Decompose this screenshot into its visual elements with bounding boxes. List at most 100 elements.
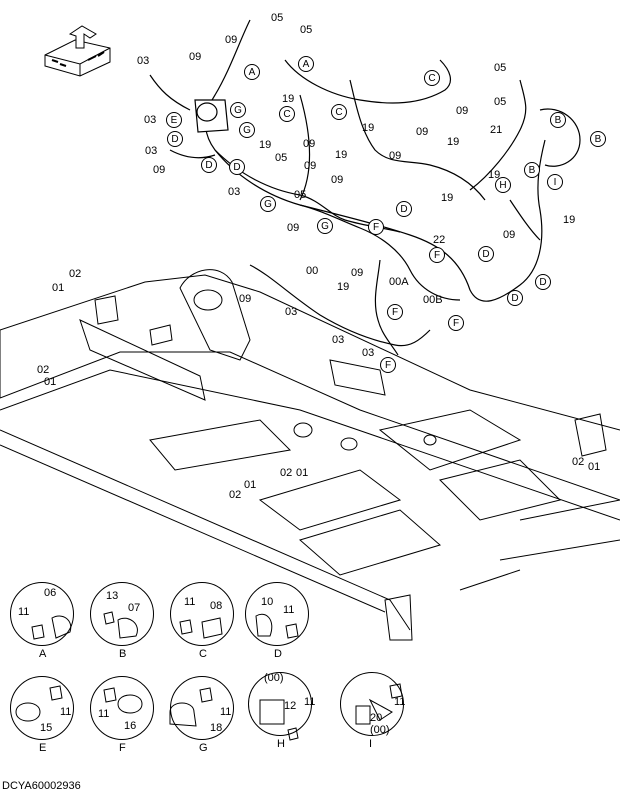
part-label: 00 <box>306 265 319 277</box>
detail-letter: F <box>119 742 126 754</box>
part-label: 09 <box>416 126 429 138</box>
detail-letter: A <box>39 648 47 660</box>
part-label: 09 <box>303 138 316 150</box>
part-label: 03 <box>228 186 241 198</box>
detail-callout: I <box>547 174 563 190</box>
part-label: 09 <box>189 51 202 63</box>
part-label: 03 <box>145 145 158 157</box>
part-label: 09 <box>351 267 364 279</box>
detail-part-label: 11 <box>184 596 196 608</box>
detail-callout: B <box>524 162 540 178</box>
detail-callout: B <box>590 131 606 147</box>
part-label: 03 <box>285 306 298 318</box>
part-label: 01 <box>588 461 601 473</box>
detail-callout: D <box>478 246 494 262</box>
detail-callout: H <box>495 177 511 193</box>
detail-callout: A <box>298 56 314 72</box>
part-label: 00B <box>423 294 443 306</box>
detail-callout: B <box>550 112 566 128</box>
part-label: 09 <box>331 174 344 186</box>
detail-part-label: 13 <box>106 590 119 602</box>
detail-part-label: 15 <box>40 722 53 734</box>
detail-callout: G <box>260 196 276 212</box>
detail-part-label: 07 <box>128 602 141 614</box>
detail-callout: E <box>166 112 182 128</box>
detail-part-label: 06 <box>44 587 57 599</box>
detail-callout: D <box>535 274 551 290</box>
detail-callout: C <box>424 70 440 86</box>
part-label: 09 <box>225 34 238 46</box>
part-label: 22 <box>433 234 446 246</box>
chassis-frame <box>0 269 620 641</box>
part-label: 01 <box>244 479 257 491</box>
orientation-cube-icon <box>44 25 111 77</box>
detail-callout: F <box>429 247 445 263</box>
part-label: 05 <box>294 189 307 201</box>
detail-letter: E <box>39 742 47 754</box>
detail-view-f <box>90 676 154 740</box>
detail-view-g <box>170 676 234 740</box>
part-label: 05 <box>275 152 288 164</box>
detail-view-b <box>90 582 154 646</box>
part-label: 19 <box>362 122 375 134</box>
detail-letter: C <box>199 648 207 660</box>
part-label: 05 <box>494 96 507 108</box>
detail-callout: C <box>331 104 347 120</box>
part-label: 19 <box>441 192 454 204</box>
wire-harness <box>149 19 581 356</box>
part-label: 02 <box>280 467 293 479</box>
drawing-code: DCYA60002936 <box>2 780 81 792</box>
detail-part-label: 20 <box>370 712 383 724</box>
detail-part-label: 08 <box>210 600 223 612</box>
detail-callout: D <box>507 290 523 306</box>
part-label: 09 <box>456 105 469 117</box>
detail-callout: F <box>368 219 384 235</box>
part-label: 19 <box>337 281 350 293</box>
detail-view-h <box>248 672 312 736</box>
detail-callout: D <box>201 157 217 173</box>
part-label: 05 <box>300 24 313 36</box>
detail-callout: C <box>279 106 295 122</box>
detail-part-label: 11 <box>394 696 406 708</box>
detail-callout: D <box>396 201 412 217</box>
detail-part-label: 11 <box>18 606 30 618</box>
detail-callout: A <box>244 64 260 80</box>
part-label: 01 <box>52 282 65 294</box>
part-label: 05 <box>494 62 507 74</box>
detail-part-label: 10 <box>261 596 274 608</box>
part-label: 19 <box>282 93 295 105</box>
detail-part-label: (00) <box>370 724 390 736</box>
detail-callout: F <box>448 315 464 331</box>
part-label: 00A <box>389 276 409 288</box>
detail-view-a <box>10 582 74 646</box>
detail-callout: G <box>230 102 246 118</box>
detail-part-label: 11 <box>304 696 316 708</box>
detail-view-d <box>245 582 309 646</box>
detail-part-label: 12 <box>284 700 297 712</box>
detail-callout: G <box>239 122 255 138</box>
detail-part-label: 16 <box>124 720 137 732</box>
detail-part-label: 11 <box>98 708 110 720</box>
detail-callout: G <box>317 218 333 234</box>
detail-part-label: 11 <box>283 604 295 616</box>
part-label: 19 <box>447 136 460 148</box>
part-label: 05 <box>271 12 284 24</box>
part-label: 03 <box>332 334 345 346</box>
detail-letter: H <box>277 738 285 750</box>
detail-callout: F <box>387 304 403 320</box>
part-label: 02 <box>229 489 242 501</box>
detail-part-label: 11 <box>220 706 232 718</box>
detail-letter: G <box>199 742 208 754</box>
detail-view-e <box>10 676 74 740</box>
part-label: 03 <box>137 55 150 67</box>
part-label: 19 <box>335 149 348 161</box>
part-label: 03 <box>362 347 375 359</box>
part-label: 09 <box>287 222 300 234</box>
detail-callout: D <box>229 159 245 175</box>
detail-letter: B <box>119 648 127 660</box>
part-label: 02 <box>37 364 50 376</box>
part-label: 21 <box>490 124 503 136</box>
detail-part-label: (00) <box>264 672 284 684</box>
